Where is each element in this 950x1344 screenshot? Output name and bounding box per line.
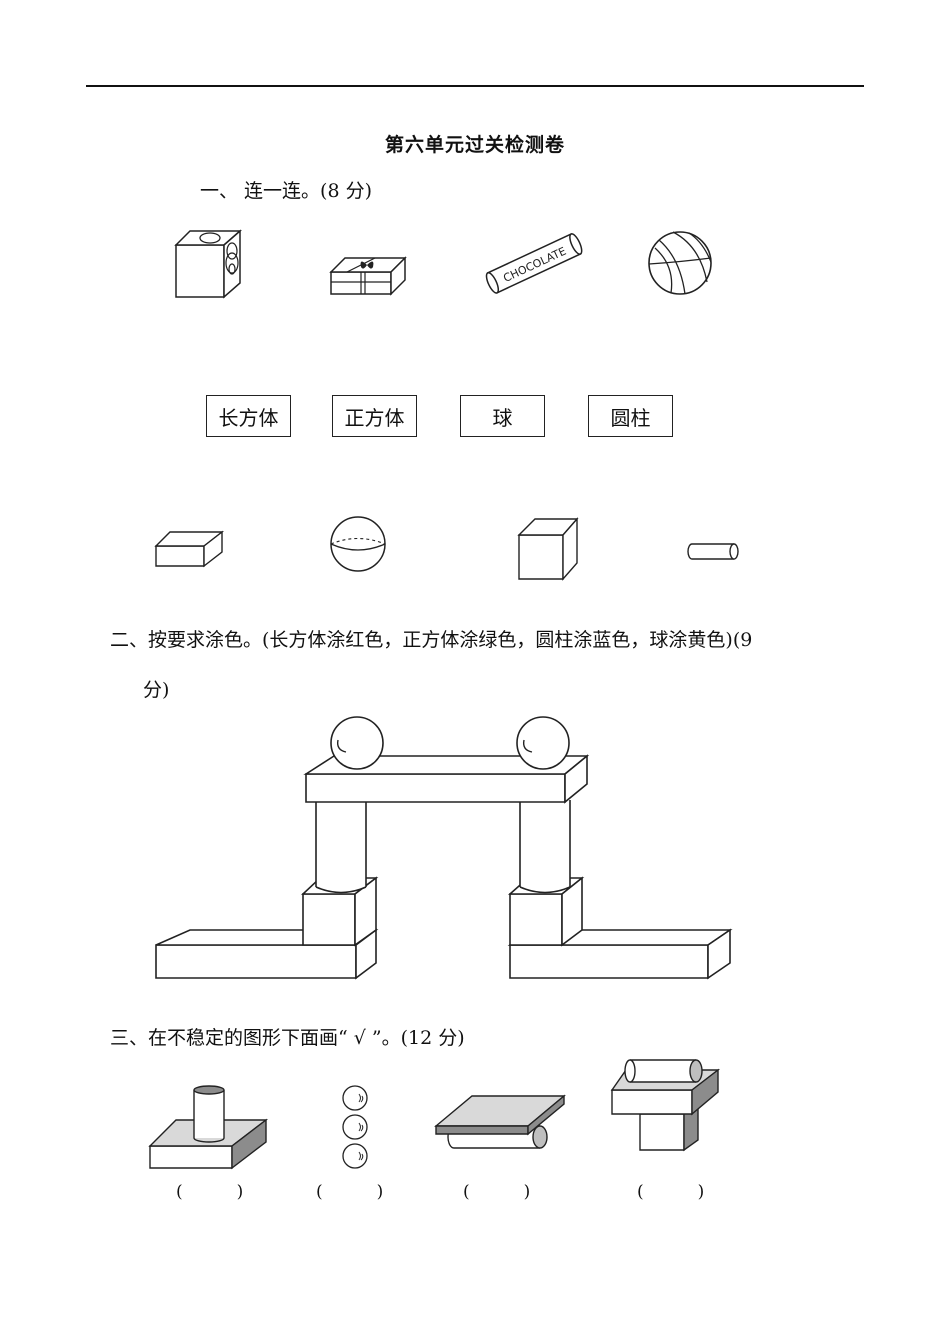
answer-blank-2[interactable]: ( ) — [316, 1182, 384, 1202]
section2-heading-line1: 二、按要求涂色。(长方体涂红色，正方体涂绿色，圆柱涂蓝色，球涂黄色)(9 — [110, 629, 753, 651]
block-structure-figure — [155, 716, 733, 980]
stacked-balls-figure — [342, 1085, 368, 1169]
answer-blank-4[interactable]: ( ) — [637, 1182, 705, 1202]
cuboid-shape — [154, 530, 225, 568]
answer-blank-1[interactable]: ( ) — [176, 1182, 244, 1202]
top-rule — [86, 85, 864, 87]
basketball-image — [648, 231, 712, 295]
label-sphere: 球 — [460, 395, 545, 437]
gift-box-image — [329, 256, 407, 296]
cylinder-on-blocks-figure — [610, 1059, 721, 1152]
label-cube: 正方体 — [332, 395, 417, 437]
sphere-shape — [330, 516, 386, 572]
label-cylinder: 圆柱 — [588, 395, 673, 437]
page-title: 第六单元过关检测卷 — [384, 134, 565, 156]
label-cuboid: 长方体 — [206, 395, 291, 437]
section2-heading-line2: 分) — [143, 679, 170, 701]
chocolate-bar-image: CHOCOLATE — [485, 233, 583, 294]
board-on-cylinder-figure — [434, 1094, 566, 1149]
speaker-box-image — [174, 229, 242, 299]
answer-blank-3[interactable]: ( ) — [463, 1182, 531, 1202]
section1-heading: 一、 连一连。(8 分) — [200, 180, 372, 202]
cylinder-shape — [687, 543, 739, 560]
cylinder-on-slab-figure — [148, 1085, 269, 1170]
section3-heading: 三、在不稳定的图形下面画“ √ ”。(12 分) — [110, 1027, 465, 1049]
cube-shape — [517, 517, 579, 581]
